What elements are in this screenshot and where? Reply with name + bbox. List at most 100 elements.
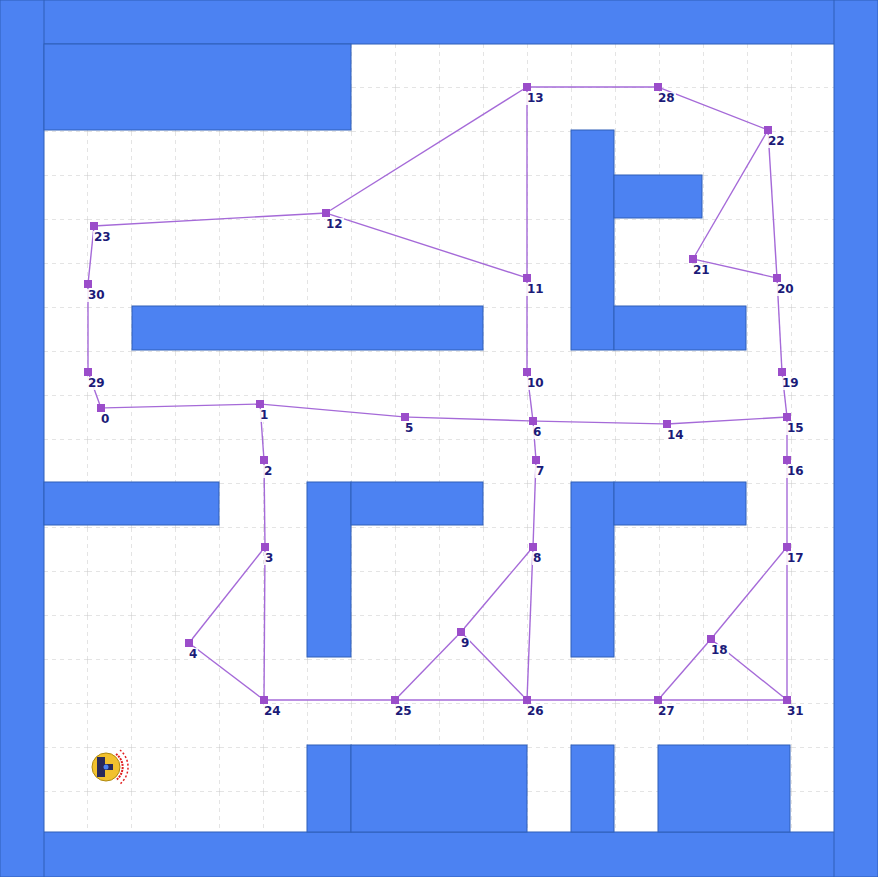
waypoint: 6	[529, 417, 537, 425]
roadmap-edge	[268, 699, 391, 700]
roadmap-edge	[98, 213, 322, 226]
obstacle	[614, 306, 746, 350]
roadmap-edge	[526, 91, 527, 274]
waypoint-number: 3	[264, 552, 274, 565]
roadmap-edge	[465, 636, 523, 696]
roadmap-edge	[399, 699, 523, 700]
waypoint: 9	[457, 628, 465, 636]
waypoint-number: 1	[259, 409, 269, 422]
obstacle	[658, 745, 790, 832]
obstacle	[571, 745, 614, 832]
waypoint: 13	[523, 83, 531, 91]
roadmap-edge	[768, 134, 777, 274]
waypoint: 15	[783, 413, 791, 421]
grid	[44, 44, 834, 832]
roadmap-edge	[193, 646, 260, 697]
waypoint: 31	[783, 696, 791, 704]
wall	[0, 832, 878, 877]
waypoint-number: 0	[100, 413, 110, 426]
waypoint: 14	[663, 420, 671, 428]
waypoint: 23	[90, 222, 98, 230]
waypoint-number: 7	[535, 465, 545, 478]
obstacle	[307, 482, 351, 657]
obstacle	[351, 745, 527, 832]
waypoint-number: 2	[263, 465, 273, 478]
waypoint-number: 31	[786, 705, 805, 718]
roadmap-edge	[527, 551, 533, 696]
robot-icon	[92, 750, 128, 784]
waypoint-number: 15	[786, 422, 805, 435]
roadmap-edge	[671, 417, 783, 424]
waypoint-number: 19	[781, 377, 800, 390]
waypoint: 0	[97, 404, 105, 412]
roadmap-edge	[330, 214, 523, 276]
waypoint: 30	[84, 280, 92, 288]
roadmap-edge	[192, 551, 262, 639]
waypoint-number: 12	[325, 218, 344, 231]
wall	[0, 0, 878, 44]
roadmap-edge	[661, 643, 707, 696]
waypoint: 10	[523, 368, 531, 376]
waypoint-number: 6	[532, 426, 542, 439]
waypoint: 18	[707, 635, 715, 643]
roadmap-edge	[662, 89, 764, 129]
waypoint-number: 23	[93, 231, 112, 244]
waypoint-number: 21	[692, 264, 711, 277]
waypoint: 3	[261, 543, 269, 551]
roadmap-edge	[786, 551, 787, 696]
waypoint-number: 22	[767, 135, 786, 148]
waypoint: 4	[185, 639, 193, 647]
waypoint: 5	[401, 413, 409, 421]
waypoint-number: 17	[786, 552, 805, 565]
waypoint: 2	[260, 456, 268, 464]
roadmap-edge	[263, 551, 265, 696]
waypoint-number: 11	[526, 283, 545, 296]
waypoint-number: 9	[460, 637, 470, 650]
waypoint-number: 25	[394, 705, 413, 718]
wall	[834, 0, 878, 877]
waypoint-number: 8	[532, 552, 542, 565]
waypoint-number: 24	[263, 705, 282, 718]
waypoint: 19	[778, 368, 786, 376]
roadmap-edge	[537, 421, 663, 424]
obstacle	[351, 482, 483, 525]
waypoint: 20	[773, 274, 781, 282]
obstacle	[614, 175, 702, 218]
sensor-arc	[120, 750, 128, 784]
roadmap-edge	[409, 417, 529, 421]
waypoint-number: 18	[710, 644, 729, 657]
waypoint-number: 10	[526, 377, 545, 390]
roadmap-edge	[531, 699, 654, 700]
waypoint: 1	[256, 400, 264, 408]
obstacle	[614, 482, 746, 525]
robot-axle	[99, 764, 113, 770]
waypoint-number: 13	[526, 92, 545, 105]
wall	[0, 0, 44, 877]
waypoint-number: 27	[657, 705, 676, 718]
waypoint: 8	[529, 543, 537, 551]
robot-center	[104, 765, 109, 770]
roadmap-edge	[330, 90, 523, 211]
roadmap-edge	[264, 404, 401, 416]
waypoint-number: 14	[666, 429, 685, 442]
roadmap-edge	[531, 86, 654, 87]
waypoint-number: 20	[776, 283, 795, 296]
obstacle	[571, 130, 614, 350]
roadmap-edge	[464, 551, 529, 628]
waypoint-number: 26	[526, 705, 545, 718]
waypoint: 29	[84, 368, 92, 376]
obstacle	[571, 482, 614, 657]
waypoint-number: 5	[404, 422, 414, 435]
waypoint: 7	[532, 456, 540, 464]
waypoint: 26	[523, 696, 531, 704]
waypoint: 17	[783, 543, 791, 551]
roadmap-edge	[399, 636, 457, 696]
obstacle	[44, 44, 351, 130]
waypoint: 22	[764, 126, 772, 134]
waypoint: 25	[391, 696, 399, 704]
